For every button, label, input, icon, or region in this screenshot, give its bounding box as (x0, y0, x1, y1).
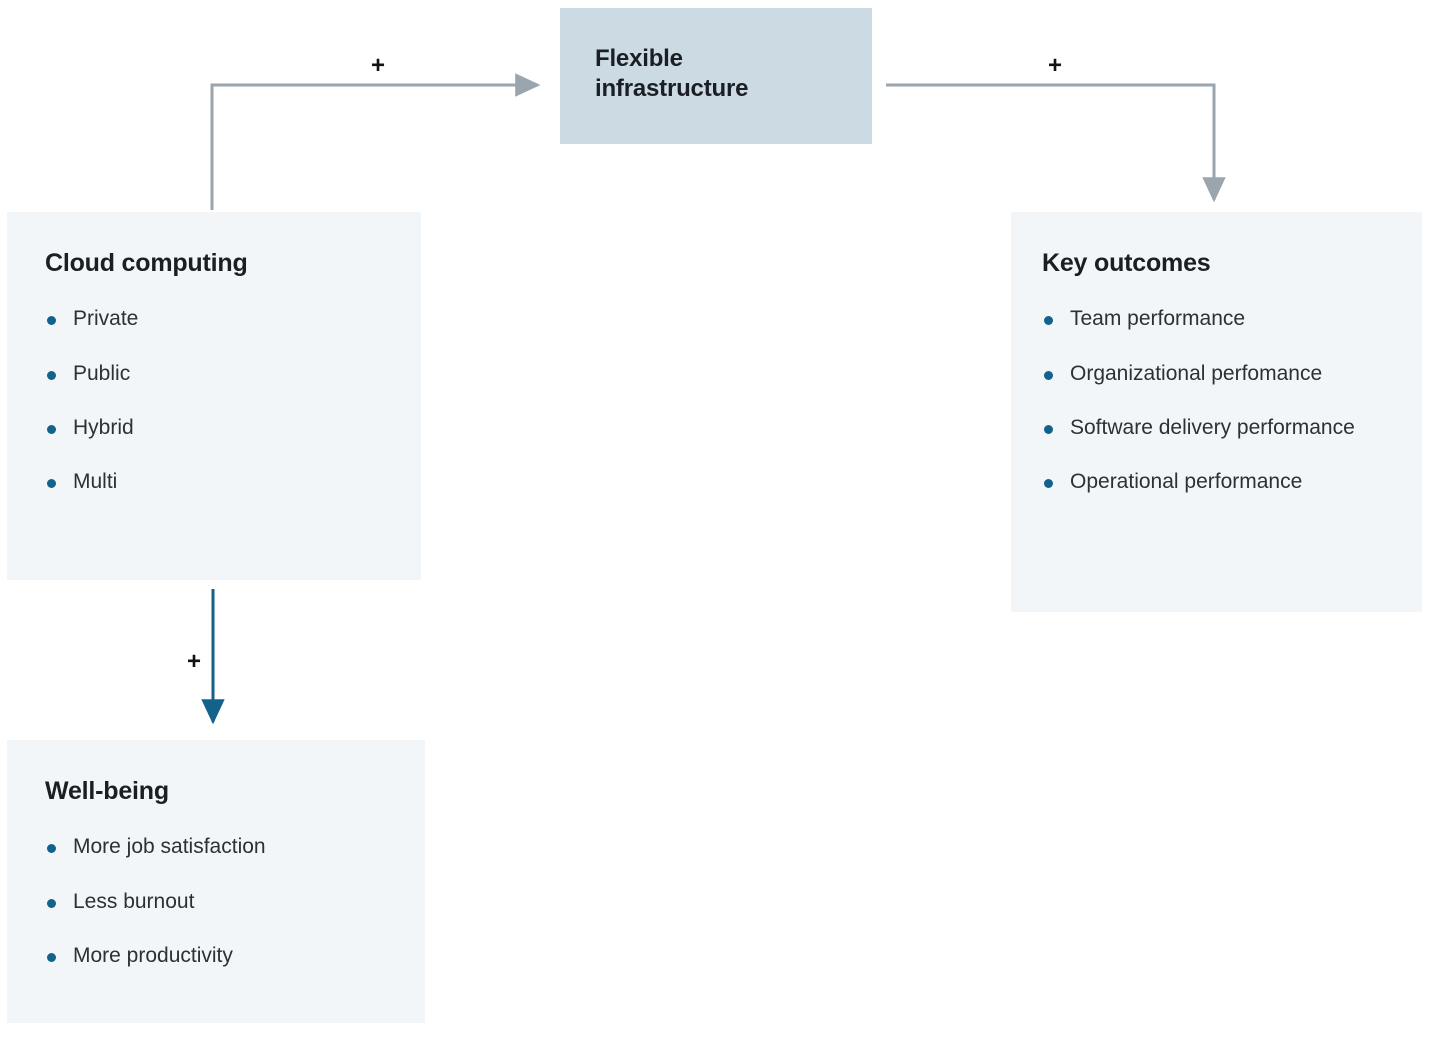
key-outcomes-list: Team performance Organizational perfoman… (1042, 305, 1382, 496)
bullet-dot-icon (1044, 424, 1053, 434)
list-item: More job satisfaction (45, 833, 401, 861)
list-item: Less burnout (45, 888, 401, 916)
bullet-dot-icon (47, 898, 56, 908)
list-item: Private (45, 305, 397, 333)
list-item-label: Software delivery performance (1070, 415, 1355, 439)
well-being-list: More job satisfaction Less burnout More … (45, 833, 401, 970)
list-item: Software delivery performance (1042, 414, 1382, 442)
node-cloud-computing: Cloud computing Private Public Hybrid Mu… (7, 212, 421, 580)
list-item: Multi (45, 468, 397, 496)
bullet-dot-icon (47, 424, 56, 434)
edge-label-flexible-to-outcomes: + (1048, 52, 1063, 79)
list-item-label: Private (73, 307, 139, 331)
list-item-label: Public (73, 361, 131, 385)
bullet-dot-icon (1044, 479, 1053, 489)
list-item: Operational performance (1042, 468, 1382, 496)
node-well-being: Well-being More job satisfaction Less bu… (7, 740, 425, 1023)
list-item-label: Operational performance (1070, 470, 1303, 494)
bullet-dot-icon (1044, 370, 1053, 380)
bullet-dot-icon (47, 479, 56, 489)
list-item: More productivity (45, 942, 401, 970)
node-well-being-title: Well-being (45, 777, 169, 805)
list-item-label: Team performance (1070, 307, 1246, 331)
cloud-computing-list: Private Public Hybrid Multi (45, 305, 397, 496)
list-item-label: More job satisfaction (73, 835, 266, 859)
bullet-dot-icon (47, 370, 56, 380)
node-key-outcomes-title: Key outcomes (1042, 249, 1211, 277)
bullet-dot-icon (47, 844, 56, 854)
node-title-line-1: Flexible (595, 45, 683, 72)
node-flexible-infrastructure-title: Flexible infrastructure (595, 44, 815, 104)
list-item: Public (45, 360, 397, 388)
list-item-label: Organizational perfomance (1070, 361, 1323, 385)
list-item: Team performance (1042, 305, 1382, 333)
list-item: Organizational perfomance (1042, 360, 1382, 388)
bullet-dot-icon (1044, 316, 1053, 326)
bullet-dot-icon (47, 316, 56, 326)
edge-label-cloud-to-wellbeing: + (187, 648, 202, 675)
connector-cloud-to-flexible (210, 73, 541, 210)
node-key-outcomes: Key outcomes Team performance Organizati… (1011, 212, 1422, 612)
list-item: Hybrid (45, 414, 397, 442)
list-item-label: More productivity (73, 943, 233, 967)
connector-flexible-to-outcomes (886, 83, 1226, 203)
node-flexible-infrastructure: Flexible infrastructure (560, 8, 872, 144)
list-item-label: Less burnout (73, 889, 195, 913)
node-title-line-2: infrastructure (595, 75, 749, 102)
list-item-label: Multi (73, 470, 118, 494)
node-cloud-computing-title: Cloud computing (45, 249, 248, 277)
edge-label-cloud-to-flexible: + (371, 52, 386, 79)
bullet-dot-icon (47, 952, 56, 962)
list-item-label: Hybrid (73, 415, 134, 439)
